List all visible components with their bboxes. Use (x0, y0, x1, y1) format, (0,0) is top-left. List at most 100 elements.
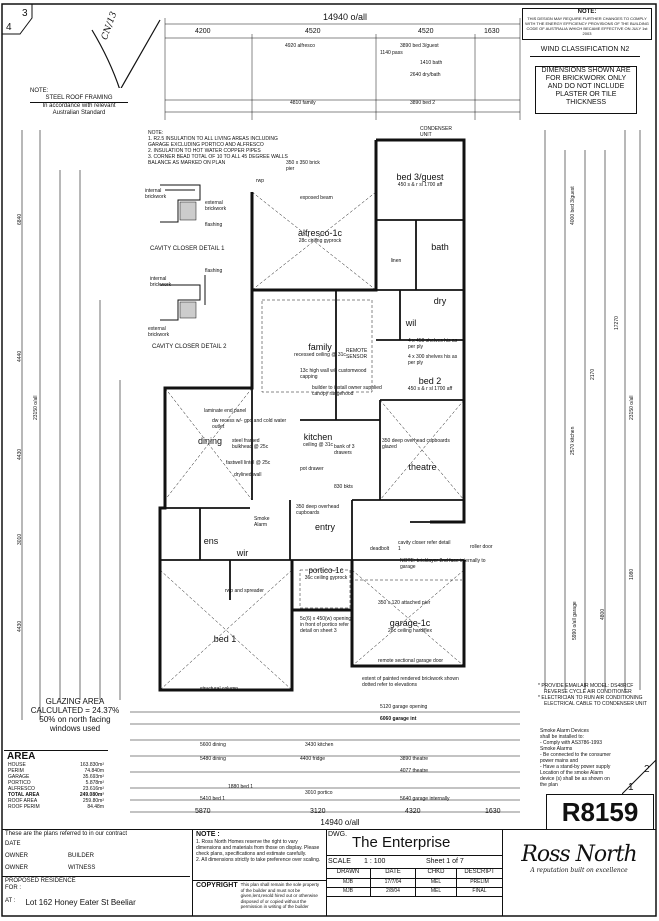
proposed-divider (2, 876, 190, 877)
left-dim-4: 3010 (17, 533, 23, 545)
room-family: family recessed ceiling @ 31c (280, 342, 360, 358)
notes-divider-left (192, 829, 193, 916)
room-garage: garage-1c 28c ceiling hardiflex (375, 618, 445, 634)
revision-descript: PRELIM (470, 879, 489, 885)
scale-label: SCALE (328, 858, 351, 865)
bottom-dim-1: 5870 (195, 808, 211, 815)
plan-corner-bottom-text: 1 (628, 782, 634, 793)
label-high-wall: 13c high wall w/- customwood capping (300, 368, 367, 380)
smoke-line-2: shall be installed to: (540, 734, 584, 740)
glazing-area: GLAZING AREA CALCULATED = 24.37% 50% on … (20, 697, 130, 733)
title-block: DWG. The Enterprise SCALE 1 : 100 Sheet … (326, 829, 502, 916)
contract-witness: WITNESS (68, 865, 96, 871)
smoke-line-6: - Have a stand-by power supply (540, 764, 611, 770)
revision-chkd: MEL (416, 879, 457, 887)
room-kitchen: kitchen ceiling @ 31c (296, 432, 340, 448)
emailair-line-1: * PROVIDE EMAILAIR MODEL: DS48RCF (538, 683, 634, 689)
label-rendered-brickwork: extent of painted rendered brickwork sho… (362, 676, 459, 688)
left-dim-3: 4430 (17, 448, 23, 460)
area-label: TOTAL AREA (8, 792, 40, 798)
title-head-row: DRAWN DATE CHKD DESCRIPT (326, 869, 502, 879)
room-theatre-name: theatre (408, 462, 437, 472)
contract-builder: BUILDER (68, 853, 95, 859)
smoke-line-5: - Be connected to the consumer power mai… (540, 752, 611, 764)
right-mid-dim: 17270 (614, 316, 620, 330)
energy-note-title: NOTE: (577, 9, 597, 15)
top-label-bed2: 3890 bed 2 (410, 100, 436, 106)
top-dim-2: 4520 (305, 28, 321, 35)
bottom-dim-3: 4320 (405, 808, 421, 815)
roof-framing-note: NOTE: STEEL ROOF FRAMING In accordance w… (30, 88, 128, 118)
proposed-section: PROPOSED RESIDENCE FOR : AT : Lot 162 Ho… (5, 878, 190, 907)
room-dry: dry (420, 296, 460, 306)
bottom-note: NOTE : 1. Ross North Homes reserve the r… (196, 831, 324, 863)
label-remote-sensor: REMOTE SENSOR (346, 348, 368, 360)
energy-note-text: THIS DESIGN MAY REQUIRE FURTHER CHANGES … (525, 16, 649, 36)
room-garage-name: garage-1c (389, 618, 431, 628)
dims-note-line-1: DIMENSIONS SHOWN ARE (541, 67, 631, 74)
label-overhead-cupboards: 350 deep overhead cupboards (296, 504, 340, 516)
right-dim-bed3: 4000 bed 3/guest (570, 186, 576, 225)
label-brick-pier: 350 x 350 brick pier (286, 160, 320, 172)
brand-logo: Ross North A reputation built on excelle… (506, 842, 652, 874)
plan-number: R8159 (561, 796, 639, 827)
bottom-label-kitchen: 3430 kitchen (305, 742, 334, 748)
area-label: ALFRESCO (8, 786, 35, 792)
bottom-label-garage-int: 6060 garage int (380, 716, 417, 722)
bottom-dim-2: 3120 (310, 808, 326, 815)
contract-date: DATE (5, 841, 21, 847)
dims-note-line-3: AND DO NOT INCLUDE (547, 83, 625, 90)
bottom-divider (2, 829, 656, 830)
revision-date: 17/7/04 (371, 879, 416, 887)
title-col-descript: DESCRIPT (464, 869, 495, 875)
contract-section: These are the plans referred to in our c… (5, 831, 190, 872)
emailair-note: * PROVIDE EMAILAIR MODEL: DS48RCF REVERS… (538, 683, 656, 707)
bottom-label-theatre: 3890 theatre (400, 756, 429, 762)
proposed-for: FOR : (5, 885, 21, 891)
proposed-address: Lot 162 Honey Eater St Beeliar (25, 898, 136, 907)
revision-drawn: MJB (326, 888, 371, 896)
room-bath: bath (420, 242, 460, 252)
top-label-bath: 1410 bath (420, 60, 443, 66)
room-alfresco-sub: 28c ceiling gyprock (298, 238, 342, 244)
insulation-item-2: 2. INSULATION TO HOT WATER COPPER PIPES (148, 148, 261, 154)
room-garage-sub: 28c ceiling hardiflex (388, 628, 432, 634)
dwg-name: The Enterprise (352, 833, 451, 851)
room-dining-name: dining (197, 436, 223, 446)
right-dim-4800: 4800 (600, 608, 606, 620)
bottom-note-item-1: 1. Ross North Homes reserve the right to… (196, 839, 320, 857)
room-bath-name: bath (431, 242, 449, 252)
insulation-item-3: 3. CORNER BEAD TOTAL OF 10 TO ALL 45 DEG… (148, 154, 288, 166)
bottom-note-title: NOTE : (196, 831, 220, 838)
dimensions-note: DIMENSIONS SHOWN ARE FOR BRICKWORK ONLY … (535, 66, 637, 114)
room-theatre: theatre (395, 462, 450, 472)
emailair-line-3: * ELECTRICIAN TO RUN AIR CONDITIONING (538, 695, 643, 701)
room-dry-name: dry (433, 296, 447, 306)
revision-drawn: MJB (326, 879, 371, 887)
room-bed2: bed 2 450 s & r sl 1700 aff (400, 376, 460, 392)
top-overall-dim: 14940 o/all (322, 12, 368, 22)
left-dim-5: 4430 (17, 620, 23, 632)
right-dim-kitchen: 2570 kitchen (570, 426, 576, 455)
area-value: 163.830m² (80, 762, 104, 768)
room-ens: ens (200, 536, 222, 546)
plan-corner-tab (622, 760, 656, 794)
left-overall-dim: 23150 o/all (33, 395, 39, 420)
smoke-line-3: - Comply with AS3786-1993 (540, 740, 602, 746)
room-portico-name: portico-1c (308, 566, 344, 575)
bottom-note-item-2: 2. All dimensions strictly to take prefe… (196, 857, 321, 863)
label-smoke-alarm: Smoke Alarm (254, 516, 270, 528)
area-value: 84.48m (87, 804, 104, 810)
label-cavity-closer: cavity closer refer detail 1 (398, 540, 451, 552)
sheet-corner-right: 3 (22, 8, 28, 19)
bottom-label-garage-opening: 5120 garage opening (380, 704, 428, 710)
detail2-title: CAVITY CLOSER DETAIL 2 (152, 344, 227, 350)
room-entry-name: entry (314, 522, 335, 532)
emailair-line-4: ELECTRICAL CABLE TO CONDENSER UNIT (544, 701, 647, 707)
copyright-title: COPYRIGHT (196, 882, 238, 889)
area-label: PERIM (8, 768, 24, 774)
